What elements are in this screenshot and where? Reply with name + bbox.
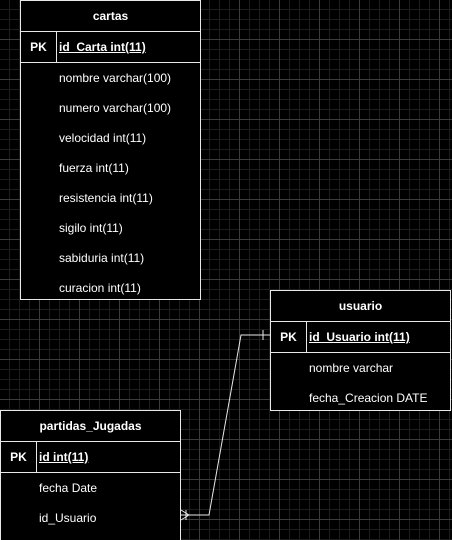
field-name: fecha Date xyxy=(39,481,98,495)
field-name: nombre varchar xyxy=(309,361,394,375)
field-row[interactable]: sigilo int(11) xyxy=(21,213,200,243)
field-name: fecha_Creacion DATE xyxy=(309,391,428,405)
field-row[interactable]: id_Usuario xyxy=(1,503,180,533)
field-row[interactable]: nombre varchar(100) xyxy=(21,63,200,93)
relationship-many-mark-top xyxy=(180,509,190,516)
field-row[interactable]: fuerza int(11) xyxy=(21,153,200,183)
field-name: sabiduria int(11) xyxy=(59,251,145,265)
pk-field: id int(11) xyxy=(39,450,89,464)
field-row[interactable]: numero varchar(100) xyxy=(21,93,200,123)
field-row[interactable]: fecha_Creacion DATE xyxy=(271,383,450,413)
pk-field: id_Carta int(11) xyxy=(59,40,146,54)
pk-label: PK xyxy=(21,32,57,62)
field-row[interactable]: velocidad int(11) xyxy=(21,123,200,153)
field-row[interactable]: fecha Date xyxy=(1,473,180,503)
field-name: resistencia int(11) xyxy=(59,191,153,205)
field-name: fuerza int(11) xyxy=(59,161,129,175)
pk-label: PK xyxy=(1,442,37,472)
field-name: velocidad int(11) xyxy=(59,131,147,145)
field-name: numero varchar(100) xyxy=(59,101,172,115)
field-row[interactable]: resistencia int(11) xyxy=(21,183,200,213)
field-row[interactable]: curacion int(11) xyxy=(21,273,200,303)
entity-title: cartas xyxy=(21,1,200,32)
field-row[interactable]: sabiduria int(11) xyxy=(21,243,200,273)
field-name: curacion int(11) xyxy=(59,281,141,295)
field-name: sigilo int(11) xyxy=(59,221,123,235)
entity-usuario[interactable]: usuario PK id_Usuario int(11) nombre var… xyxy=(270,290,451,411)
entity-title: usuario xyxy=(271,291,450,322)
entity-cartas[interactable]: cartas PK id_Carta int(11) nombre varcha… xyxy=(20,0,201,300)
pk-field: id_Usuario int(11) xyxy=(309,330,410,344)
primary-key-row[interactable]: PK id int(11) xyxy=(1,442,180,473)
relationship-line xyxy=(181,334,271,516)
relationship-many-mark-bottom xyxy=(180,514,190,521)
field-name: nombre varchar(100) xyxy=(59,71,172,85)
pk-label: PK xyxy=(271,322,307,352)
entity-title: partidas_Jugadas xyxy=(1,411,180,442)
field-row[interactable]: nombre varchar xyxy=(271,353,450,383)
entity-partidas-jugadas[interactable]: partidas_Jugadas PK id int(11) fecha Dat… xyxy=(0,410,181,540)
field-name: id_Usuario xyxy=(39,511,97,525)
primary-key-row[interactable]: PK id_Carta int(11) xyxy=(21,32,200,63)
primary-key-row[interactable]: PK id_Usuario int(11) xyxy=(271,322,450,353)
